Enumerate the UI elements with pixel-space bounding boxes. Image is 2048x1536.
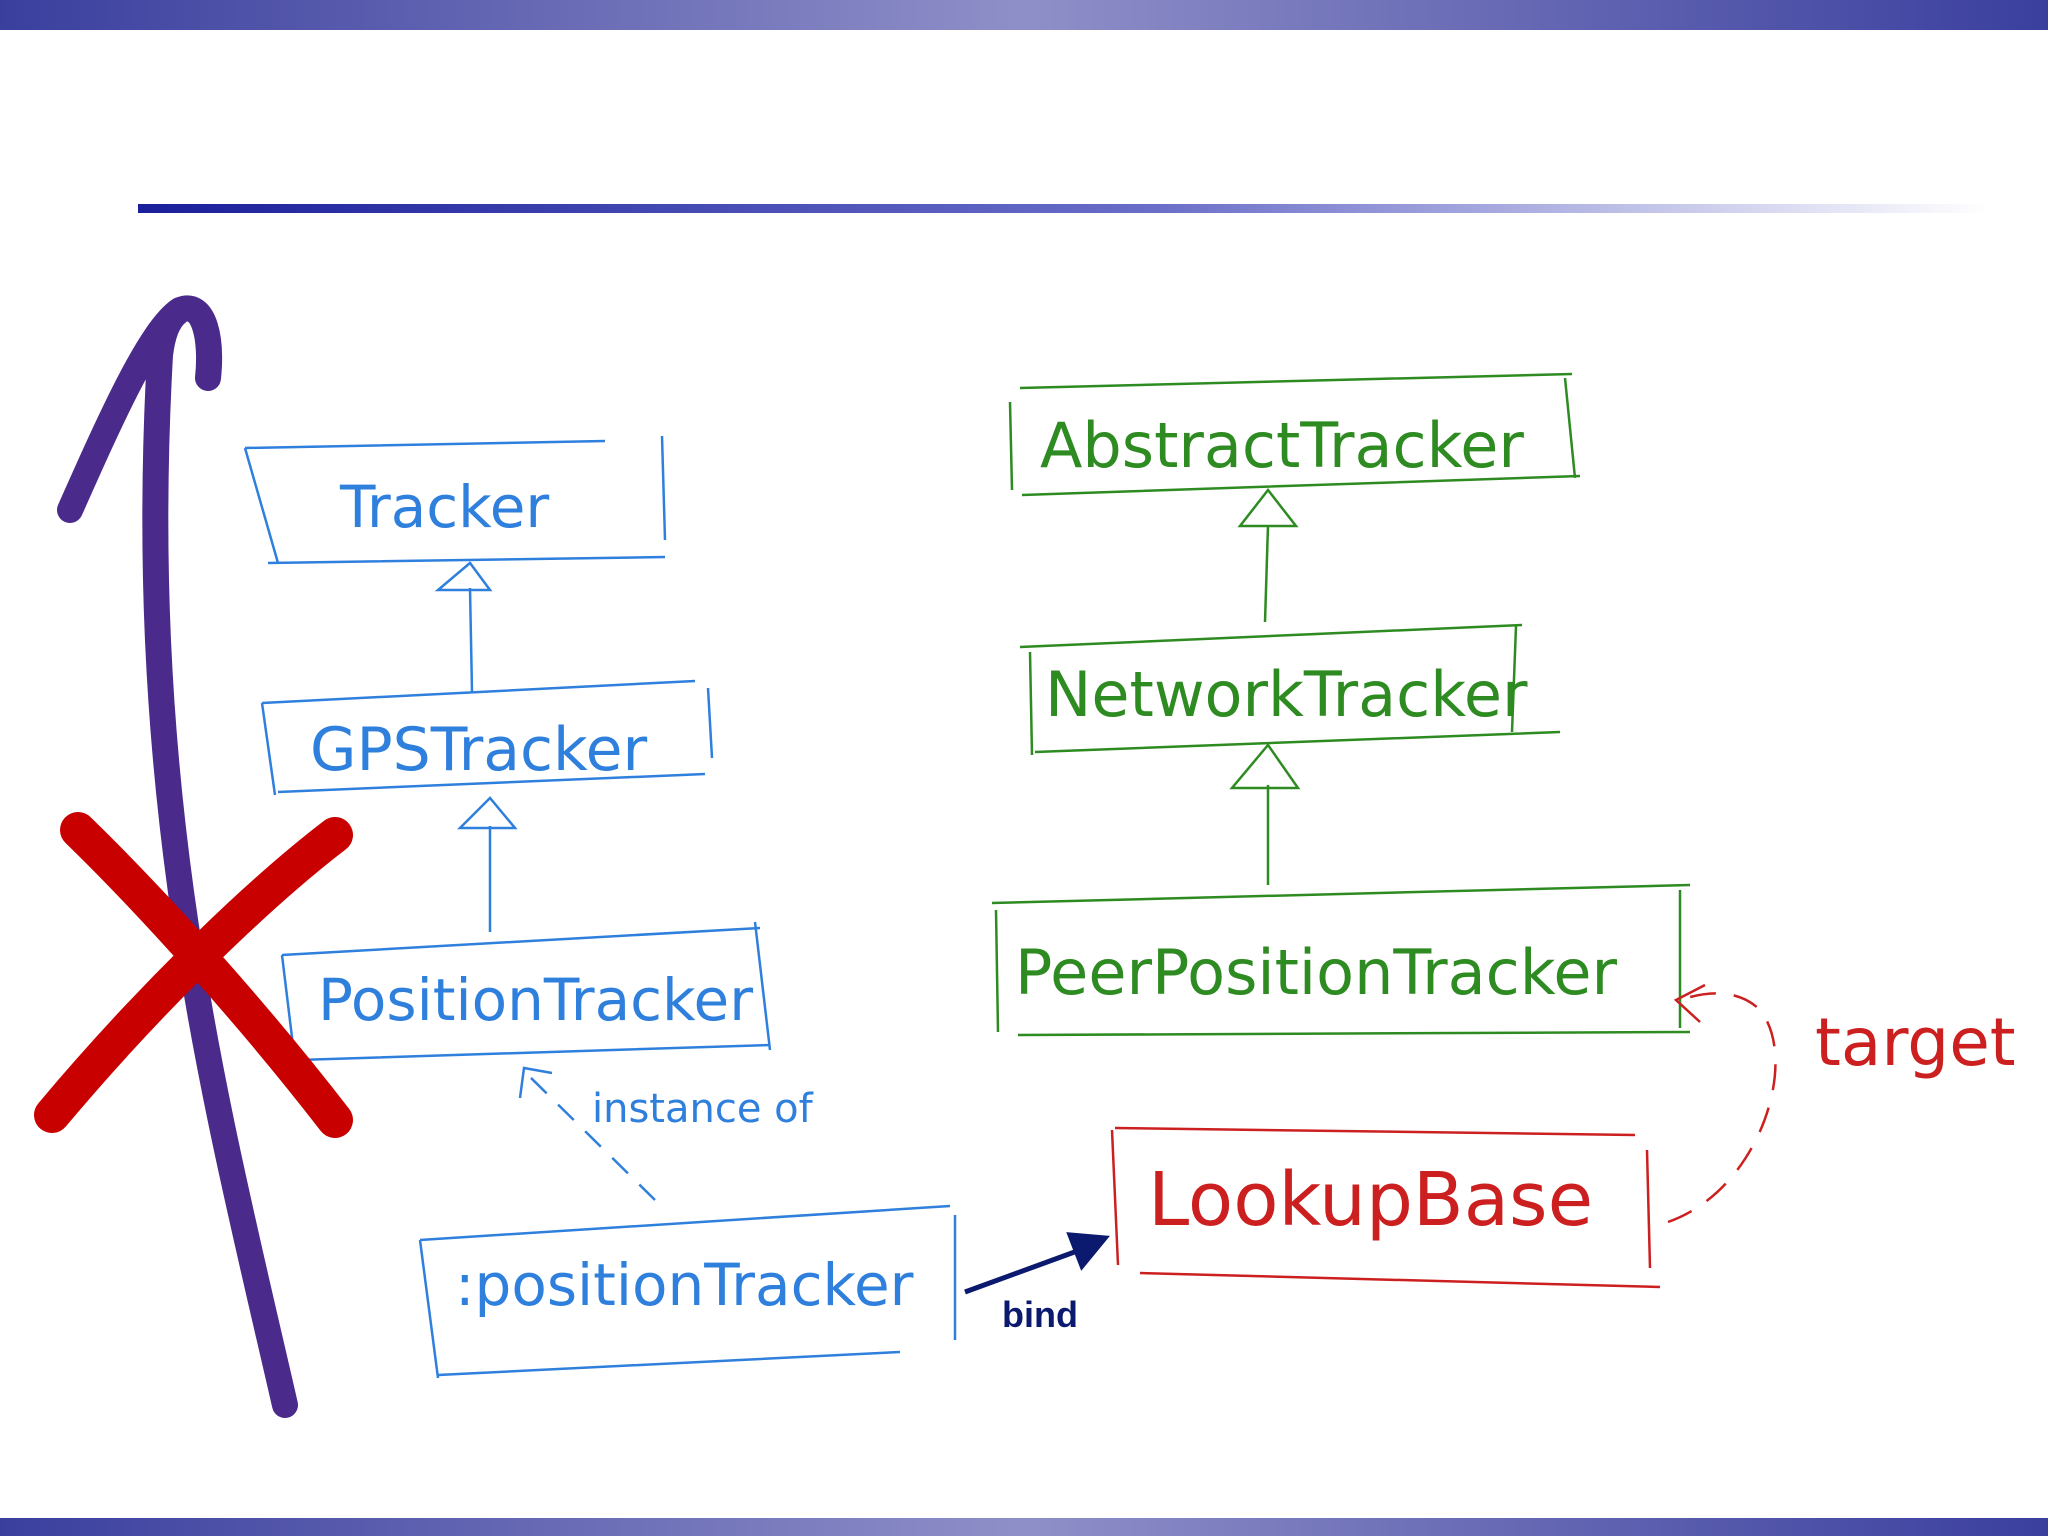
cross-mark-icon	[34, 812, 353, 1138]
gps-tracker-label: GPSTracker	[310, 715, 648, 785]
network-tracker-label: NetworkTracker	[1045, 658, 1528, 731]
peer-position-tracker-box	[991, 883, 1691, 1037]
network-tracker-box	[1019, 623, 1561, 756]
position-tracker-box	[280, 921, 772, 1063]
tracker-label: Tracker	[339, 473, 549, 541]
instance-box	[418, 1204, 957, 1379]
inheritance-arrow-peer-to-network	[1229, 742, 1301, 885]
gps-tracker-box	[260, 679, 714, 796]
inheritance-arrow-position-to-gps	[456, 796, 518, 932]
instance-of-arrow	[518, 1066, 656, 1201]
target-arrow	[1667, 983, 1777, 1224]
inheritance-arrow-gps-to-tracker	[434, 561, 493, 693]
tracker-box	[243, 435, 667, 565]
abstract-tracker-box	[1008, 372, 1581, 497]
position-tracker-label: PositionTracker	[318, 966, 753, 1034]
bind-label: bind	[1002, 1294, 1078, 1335]
lookup-base-label: LookupBase	[1148, 1157, 1593, 1243]
bottom-band	[0, 1518, 2048, 1536]
target-label: target	[1815, 1004, 2016, 1081]
top-band	[0, 0, 2048, 30]
bind-arrow	[964, 1232, 1110, 1295]
lookup-base-box	[1110, 1126, 1661, 1289]
peer-position-tracker-label: PeerPositionTracker	[1015, 936, 1618, 1009]
instance-label: :positionTracker	[455, 1251, 914, 1319]
instance-of-label: instance of	[592, 1086, 814, 1132]
up-arrow-icon	[57, 295, 298, 1418]
inheritance-arrow-network-to-abstract	[1237, 487, 1299, 623]
title-rule	[138, 204, 1988, 213]
abstract-tracker-label: AbstractTracker	[1040, 409, 1524, 482]
